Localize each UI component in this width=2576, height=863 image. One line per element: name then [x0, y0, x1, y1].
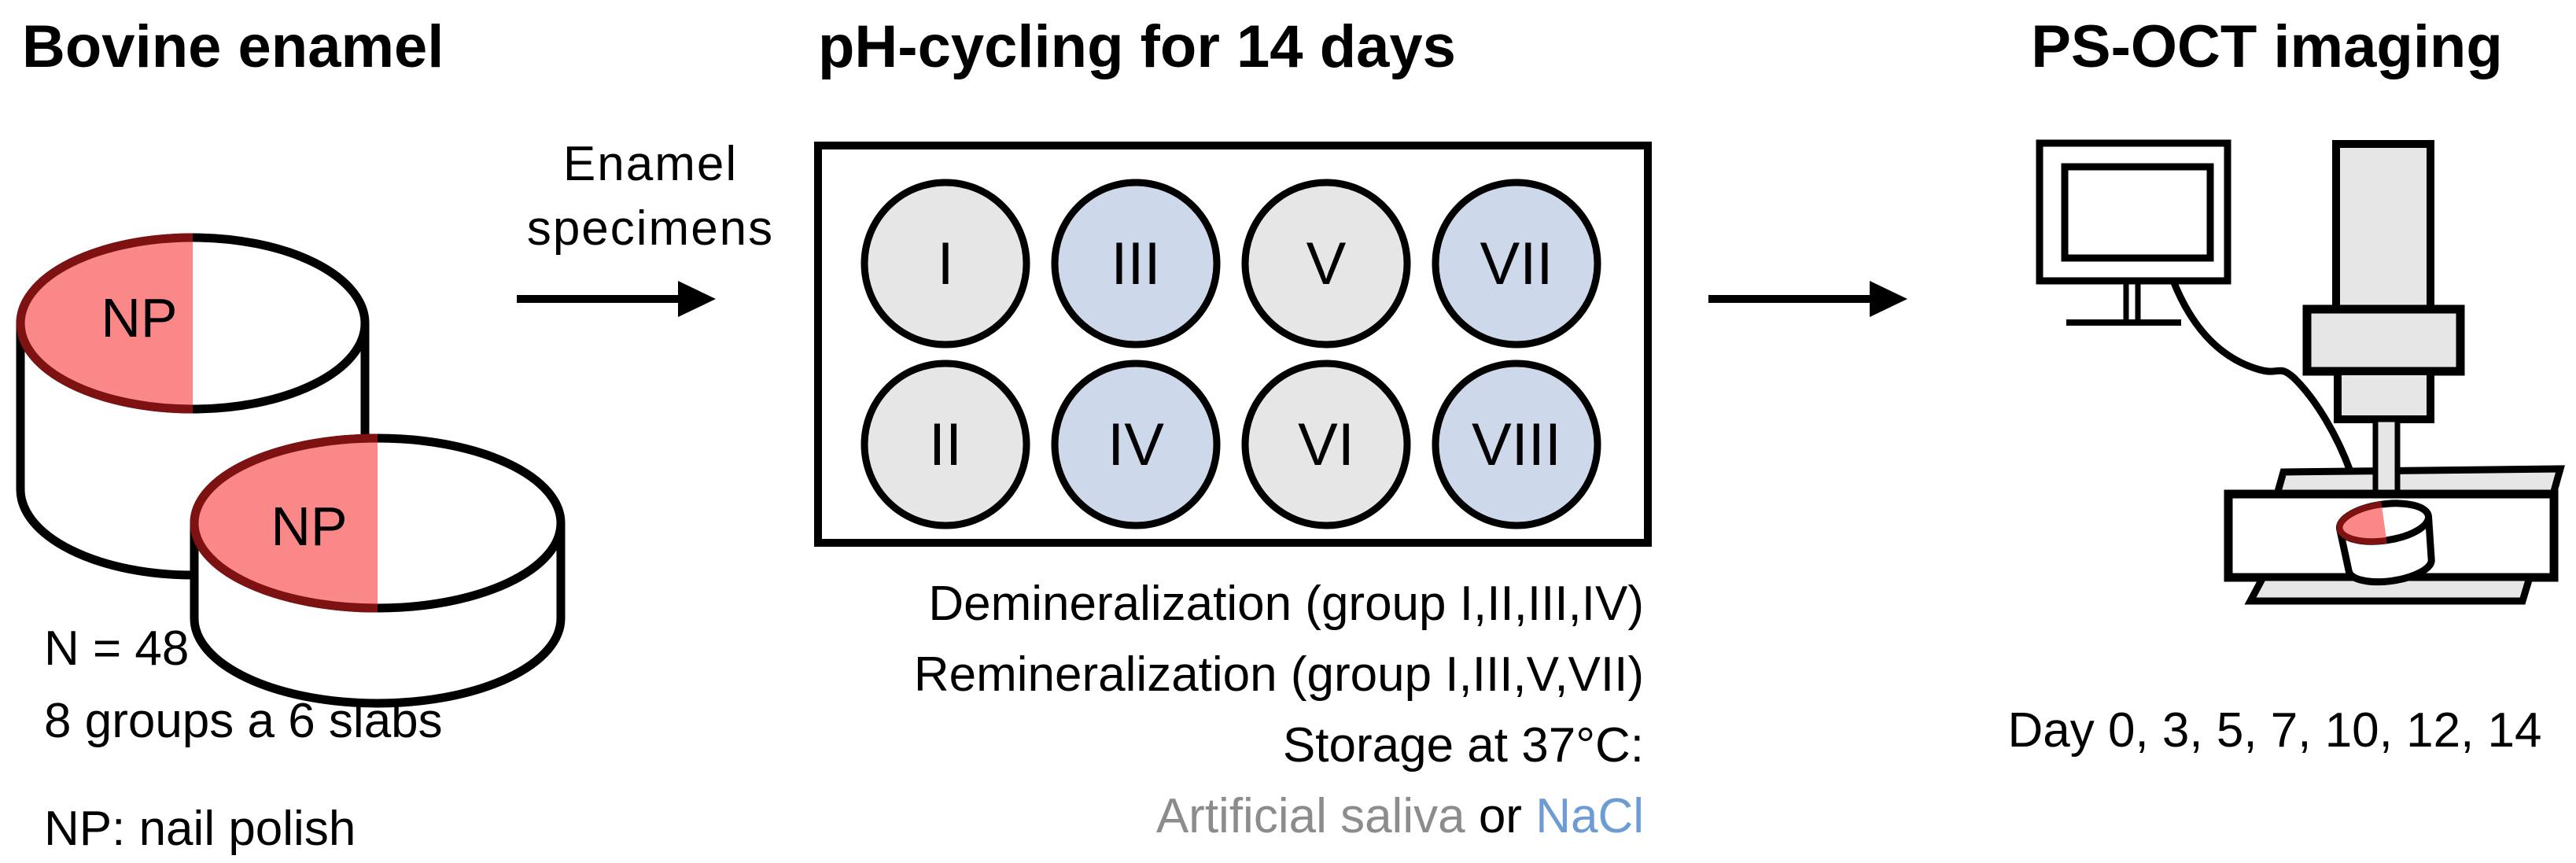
imaging-days-text: Day 0, 3, 5, 7, 10, 12, 14 [2007, 703, 2542, 758]
remineralization-text: Remineralization (group I,III,V,VII) [913, 647, 1644, 702]
well-label-III: III [1111, 231, 1160, 297]
well-circle-V [1241, 179, 1411, 349]
stage-base [2244, 573, 2535, 605]
specimen-on-stage [2335, 500, 2435, 586]
well-label-IV: IV [1107, 411, 1164, 478]
storage-media-text: Artificial saliva or NaCl [857, 781, 1644, 852]
well-label-VI: VI [1298, 411, 1354, 478]
np-footnote: NP: nail polish [44, 793, 356, 863]
well-plate: I III V VII II IV VI VIII [814, 142, 1652, 547]
artificial-saliva-text: Artificial saliva [1155, 789, 1465, 843]
section-title-ph-cycling: pH-cycling for 14 days [818, 13, 1456, 80]
flow-arrow-1 [517, 281, 716, 317]
scanner-collar [2302, 304, 2465, 376]
well-circle-III [1051, 179, 1221, 349]
well-circle-VII [1432, 179, 1601, 349]
arrow-head-icon [678, 281, 716, 317]
specimen-np-area [2339, 504, 2387, 542]
well-label-VIII: VIII [1472, 411, 1561, 478]
nacl-text: NaCl [1535, 789, 1644, 843]
scanner-probe [2372, 416, 2401, 498]
arrow-label-line2: specimens [526, 201, 775, 256]
np-label-back: NP [101, 287, 177, 349]
well-circle-IV [1051, 360, 1221, 529]
monitor-icon [2036, 139, 2231, 326]
enamel-disc-front: NP [190, 433, 566, 708]
flow-arrow-2 [1708, 281, 1907, 317]
section-title-ps-oct: PS-OCT imaging [2031, 13, 2503, 80]
disc-back-np-area [20, 238, 193, 409]
arrow-label-line1: Enamel [562, 137, 739, 191]
section-title-bovine-enamel: Bovine enamel [22, 13, 444, 80]
scanner-column [2332, 140, 2434, 313]
demineralization-text: Demineralization (group I,II,III,IV) [928, 577, 1644, 631]
disc-back-np-arc [16, 233, 193, 414]
disc-front-np-area [194, 438, 378, 608]
ph-cycling-caption: Demineralization (group I,II,III,IV) Rem… [857, 569, 1644, 852]
well-label-I: I [937, 231, 953, 297]
or-text: or [1465, 789, 1536, 843]
arrow-label-enamel-specimens: Enamel specimens [470, 132, 831, 261]
monitor-screen [2061, 163, 2214, 262]
enamel-disc-back: NP [16, 233, 370, 580]
disc-front-np-arc [190, 433, 378, 613]
sample-count-text: N = 48 [44, 621, 190, 676]
imaging-days: Day 0, 3, 5, 7, 10, 12, 14 [1990, 699, 2559, 762]
monitor-cable [2169, 279, 2354, 473]
storage-text: Storage at 37°C: [1282, 718, 1644, 773]
well-circle-VIII [1432, 360, 1601, 529]
oct-scanner-icon [2169, 140, 2565, 605]
scanner-head [2334, 367, 2434, 423]
group-info-text: 8 groups a 6 slabs [44, 694, 443, 748]
well-circle-II [861, 360, 1030, 529]
np-footnote-text: NP: nail polish [44, 802, 356, 856]
sample-stats: N = 48 8 groups a 6 slabs [44, 613, 443, 758]
well-label-VII: VII [1480, 231, 1553, 297]
well-label-V: V [1306, 231, 1347, 297]
arrow-head-icon [1870, 281, 1907, 317]
well-circle-VI [1241, 360, 1411, 529]
np-label-front: NP [271, 496, 347, 557]
well-circle-I [861, 179, 1030, 349]
well-label-II: II [929, 411, 962, 478]
specimen-np-arc [2336, 501, 2387, 545]
